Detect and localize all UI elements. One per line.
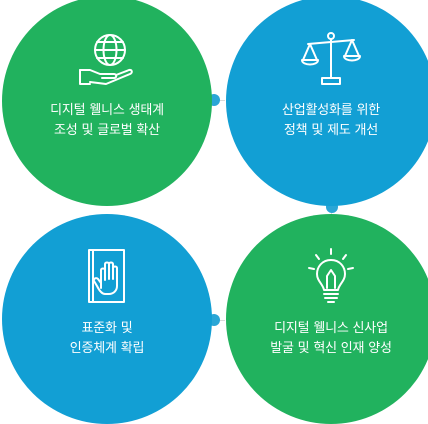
lightbulb-idea-icon	[300, 247, 362, 307]
item-label: 표준화 및 인증체계 확립	[70, 319, 145, 359]
item-circle-policy: 산업활성화를 위한 정책 및 제도 개선	[226, 0, 428, 206]
globe-in-hand-icon	[76, 29, 138, 89]
item-circle-standards: 표준화 및 인증체계 확립	[2, 214, 212, 424]
item-label-line-1: 디지털 웰니스 생태계	[50, 103, 164, 118]
item-label-line-2: 발굴 및 혁신 인재 양성	[270, 341, 392, 356]
item-label: 산업활성화를 위한 정책 및 제도 개선	[282, 101, 380, 141]
item-label-line-1: 산업활성화를 위한	[281, 103, 380, 118]
hand-on-book-icon	[76, 247, 138, 307]
item-label: 디지털 웰니스 신사업 발굴 및 혁신 인재 양성	[270, 319, 392, 359]
item-circle-ecosystem: 디지털 웰니스 생태계 조성 및 글로벌 확산	[2, 0, 212, 206]
item-label-line-2: 정책 및 제도 개선	[283, 123, 379, 138]
item-label-line-2: 조성 및 글로벌 확산	[54, 123, 160, 138]
item-label-line-1: 표준화 및	[81, 321, 133, 336]
item-label-line-1: 디지털 웰니스 신사업	[274, 321, 388, 336]
item-label-line-2: 인증체계 확립	[69, 341, 145, 356]
balance-scale-icon	[300, 29, 362, 89]
item-label: 디지털 웰니스 생태계 조성 및 글로벌 확산	[50, 101, 164, 141]
item-circle-talent: 디지털 웰니스 신사업 발굴 및 혁신 인재 양성	[226, 214, 428, 424]
